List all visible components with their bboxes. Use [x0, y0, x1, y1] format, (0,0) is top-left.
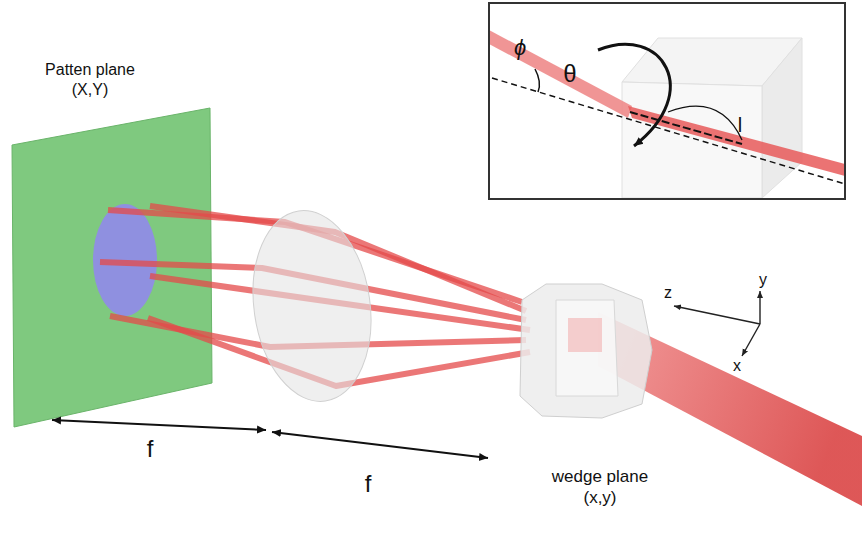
dimension-arrow — [272, 432, 488, 458]
node-text: l — [728, 113, 752, 138]
annotation-label: z — [658, 283, 678, 303]
annotation-label: y — [753, 270, 773, 290]
node-text: Patten plane (X,Y) — [25, 60, 155, 100]
annotation-label: f — [135, 434, 165, 464]
dimension-arrow — [52, 420, 266, 430]
pattern-plane-label: Patten plane (X,Y) — [10, 56, 215, 428]
node-text: θ — [555, 59, 585, 89]
annotation-label: wedge plane (x,y) — [546, 466, 654, 509]
node-text: ϕ — [505, 34, 535, 62]
axes — [674, 291, 760, 356]
annotation-label: f — [353, 469, 383, 499]
inset-box: ϕθ l — [488, 2, 846, 200]
wedge-prism — [520, 284, 652, 418]
annotation-label: x — [727, 356, 747, 376]
lens — [241, 203, 383, 409]
inset-illustration — [489, 3, 845, 199]
